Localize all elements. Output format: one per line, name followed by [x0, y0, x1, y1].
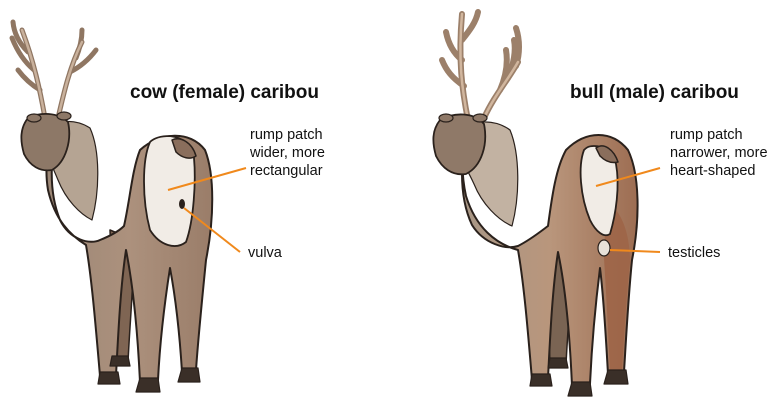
- female-rump-label-line-2: wider, more: [250, 144, 325, 162]
- male-rump-label: rump patch narrower, more heart-shaped: [670, 126, 768, 180]
- female-title: cow (female) caribou: [130, 82, 319, 104]
- female-caribou: [12, 22, 212, 392]
- male-antlers: [442, 12, 519, 120]
- female-vulva-label: vulva: [248, 244, 282, 262]
- male-testicles: [598, 240, 610, 256]
- female-rump-label: rump patch wider, more rectangular: [250, 126, 325, 180]
- male-head: [433, 114, 485, 174]
- female-rump-label-line-1: rump patch: [250, 126, 325, 144]
- female-rump-label-line-3: rectangular: [250, 162, 325, 180]
- male-rump-label-line-3: heart-shaped: [670, 162, 768, 180]
- female-vulva: [179, 199, 185, 209]
- male-caribou: [433, 12, 637, 396]
- male-rump-label-line-2: narrower, more: [670, 144, 768, 162]
- male-rump-label-line-1: rump patch: [670, 126, 768, 144]
- male-title: bull (male) caribou: [570, 82, 739, 104]
- male-testicles-label: testicles: [668, 244, 720, 262]
